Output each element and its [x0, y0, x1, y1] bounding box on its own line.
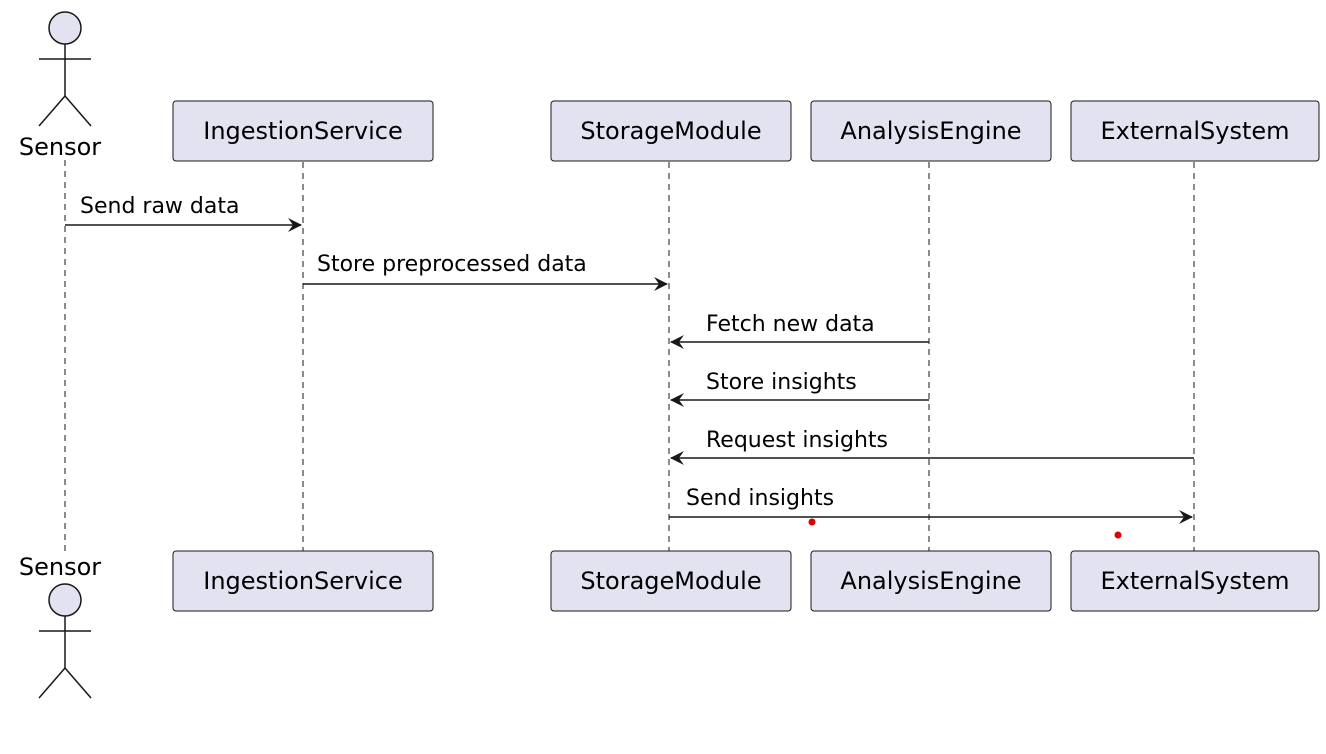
sensor-label-bottom: Sensor: [19, 553, 101, 581]
participant-label: ExternalSystem: [1100, 117, 1289, 145]
participant-label: StorageModule: [580, 117, 761, 145]
message-store-insights: Store insights: [670, 370, 929, 407]
sensor-label-top: Sensor: [19, 133, 101, 161]
message-send-raw-data: Send raw data: [65, 194, 302, 232]
participant-analysis-engine-bottom: AnalysisEngine: [810, 550, 1052, 612]
participant-label: ExternalSystem: [1100, 567, 1289, 595]
participant-storage-module-top: StorageModule: [550, 100, 792, 162]
message-send-insights: Send insights: [669, 486, 1193, 524]
message-label: Fetch new data: [706, 312, 875, 337]
participant-label: AnalysisEngine: [840, 117, 1021, 145]
participant-analysis-engine-top: AnalysisEngine: [810, 100, 1052, 162]
participant-storage-module-bottom: StorageModule: [550, 550, 792, 612]
actor-head-icon: [48, 583, 82, 617]
participant-label: IngestionService: [203, 117, 402, 145]
participant-label: StorageModule: [580, 567, 761, 595]
actor-head-icon: [48, 11, 82, 45]
sensor-actor-bottom: Sensor: [19, 553, 101, 699]
participant-ingestion-service-top: IngestionService: [172, 100, 434, 162]
message-label: Request insights: [706, 428, 888, 453]
participant-ingestion-service-bottom: IngestionService: [172, 550, 434, 612]
participant-external-system-top: ExternalSystem: [1070, 100, 1320, 162]
message-store-preprocessed-data: Store preprocessed data: [303, 252, 668, 291]
message-label: Send raw data: [80, 194, 239, 219]
message-fetch-new-data: Fetch new data: [670, 312, 929, 349]
participant-external-system-bottom: ExternalSystem: [1070, 550, 1320, 612]
message-label: Store preprocessed data: [317, 252, 587, 277]
marker-dot: [808, 518, 816, 526]
message-label: Store insights: [706, 370, 857, 395]
marker-dot: [1114, 531, 1122, 539]
message-request-insights: Request insights: [670, 428, 1194, 465]
sensor-actor-top: Sensor: [19, 11, 101, 161]
message-label: Send insights: [686, 486, 834, 511]
participant-label: IngestionService: [203, 567, 402, 595]
participant-label: AnalysisEngine: [840, 567, 1021, 595]
